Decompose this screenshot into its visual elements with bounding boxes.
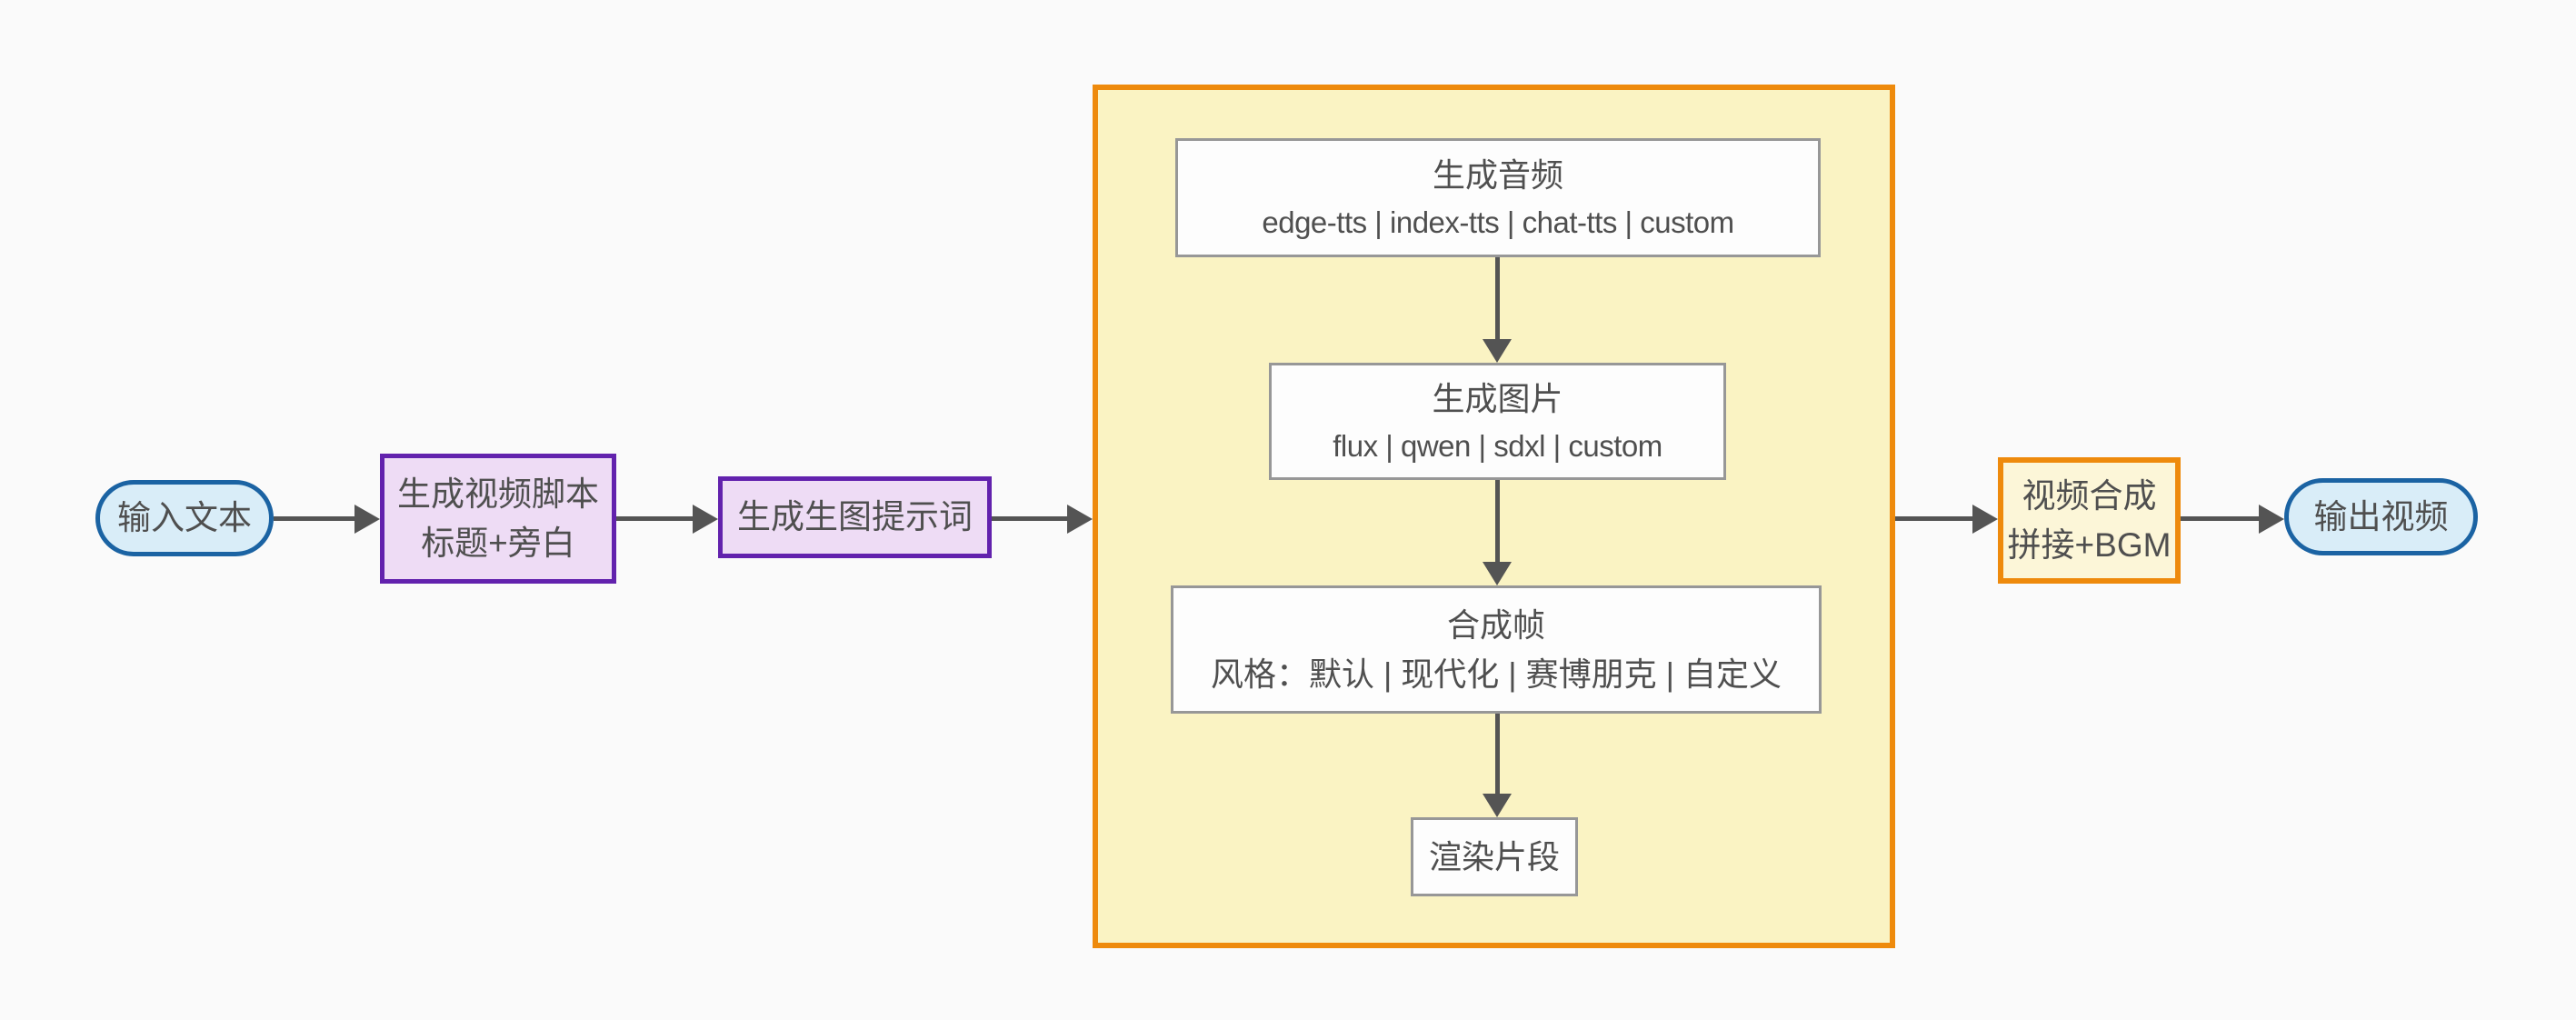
arrow-script-to-prompt-line	[616, 516, 693, 521]
arrow-image-to-frame-line	[1495, 480, 1500, 562]
node-video-compose: 视频合成 拼接+BGM	[1998, 457, 2181, 584]
node-compose-frame: 合成帧 风格：默认 | 现代化 | 赛博朋克 | 自定义	[1171, 585, 1822, 714]
arrow-prompt-to-group-head	[1067, 505, 1093, 534]
node-generate-script-line2: 标题+旁白	[421, 524, 575, 562]
arrow-frame-to-render-head	[1483, 794, 1512, 817]
node-render-segment-label: 渲染片段	[1428, 837, 1560, 875]
node-generate-image-line1: 生成图片	[1432, 379, 1563, 417]
node-render-segment: 渲染片段	[1411, 817, 1578, 896]
node-input-text: 输入文本	[95, 480, 274, 556]
arrow-script-to-prompt-head	[693, 505, 718, 534]
node-compose-frame-line1: 合成帧	[1446, 605, 1545, 644]
node-generate-image: 生成图片 flux | qwen | sdxl | custom	[1269, 363, 1726, 480]
node-output-video: 输出视频	[2284, 478, 2478, 555]
arrow-audio-to-image-head	[1483, 339, 1512, 363]
node-generate-image-prompt-label: 生成生图提示词	[737, 498, 973, 536]
node-output-video-label: 输出视频	[2313, 497, 2449, 535]
arrow-group-to-compose-line	[1895, 516, 1972, 521]
node-generate-audio-line1: 生成音频	[1432, 155, 1563, 194]
node-generate-image-prompt: 生成生图提示词	[718, 476, 992, 558]
node-video-compose-line1: 视频合成	[2022, 476, 2157, 515]
arrow-frame-to-render-line	[1495, 714, 1500, 794]
arrow-input-to-script-line	[274, 516, 354, 521]
arrow-compose-to-output-line	[2181, 516, 2259, 521]
node-generate-audio: 生成音频 edge-tts | index-tts | chat-tts | c…	[1175, 138, 1821, 257]
node-generate-script-line1: 生成视频脚本	[397, 475, 599, 513]
node-generate-script: 生成视频脚本 标题+旁白	[380, 454, 616, 584]
arrow-group-to-compose-head	[1972, 505, 1998, 534]
node-compose-frame-line2: 风格：默认 | 现代化 | 赛博朋克 | 自定义	[1210, 655, 1782, 693]
node-generate-audio-line2: edge-tts | index-tts | chat-tts | custom	[1262, 205, 1734, 239]
node-generate-image-line2: flux | qwen | sdxl | custom	[1333, 428, 1662, 463]
arrow-image-to-frame-head	[1483, 562, 1512, 585]
arrow-audio-to-image-line	[1495, 257, 1500, 339]
node-input-text-label: 输入文本	[117, 499, 252, 537]
arrow-prompt-to-group-line	[992, 516, 1067, 521]
node-video-compose-line2: 拼接+BGM	[2007, 525, 2172, 564]
arrow-compose-to-output-head	[2259, 505, 2284, 534]
arrow-input-to-script-head	[354, 505, 380, 534]
